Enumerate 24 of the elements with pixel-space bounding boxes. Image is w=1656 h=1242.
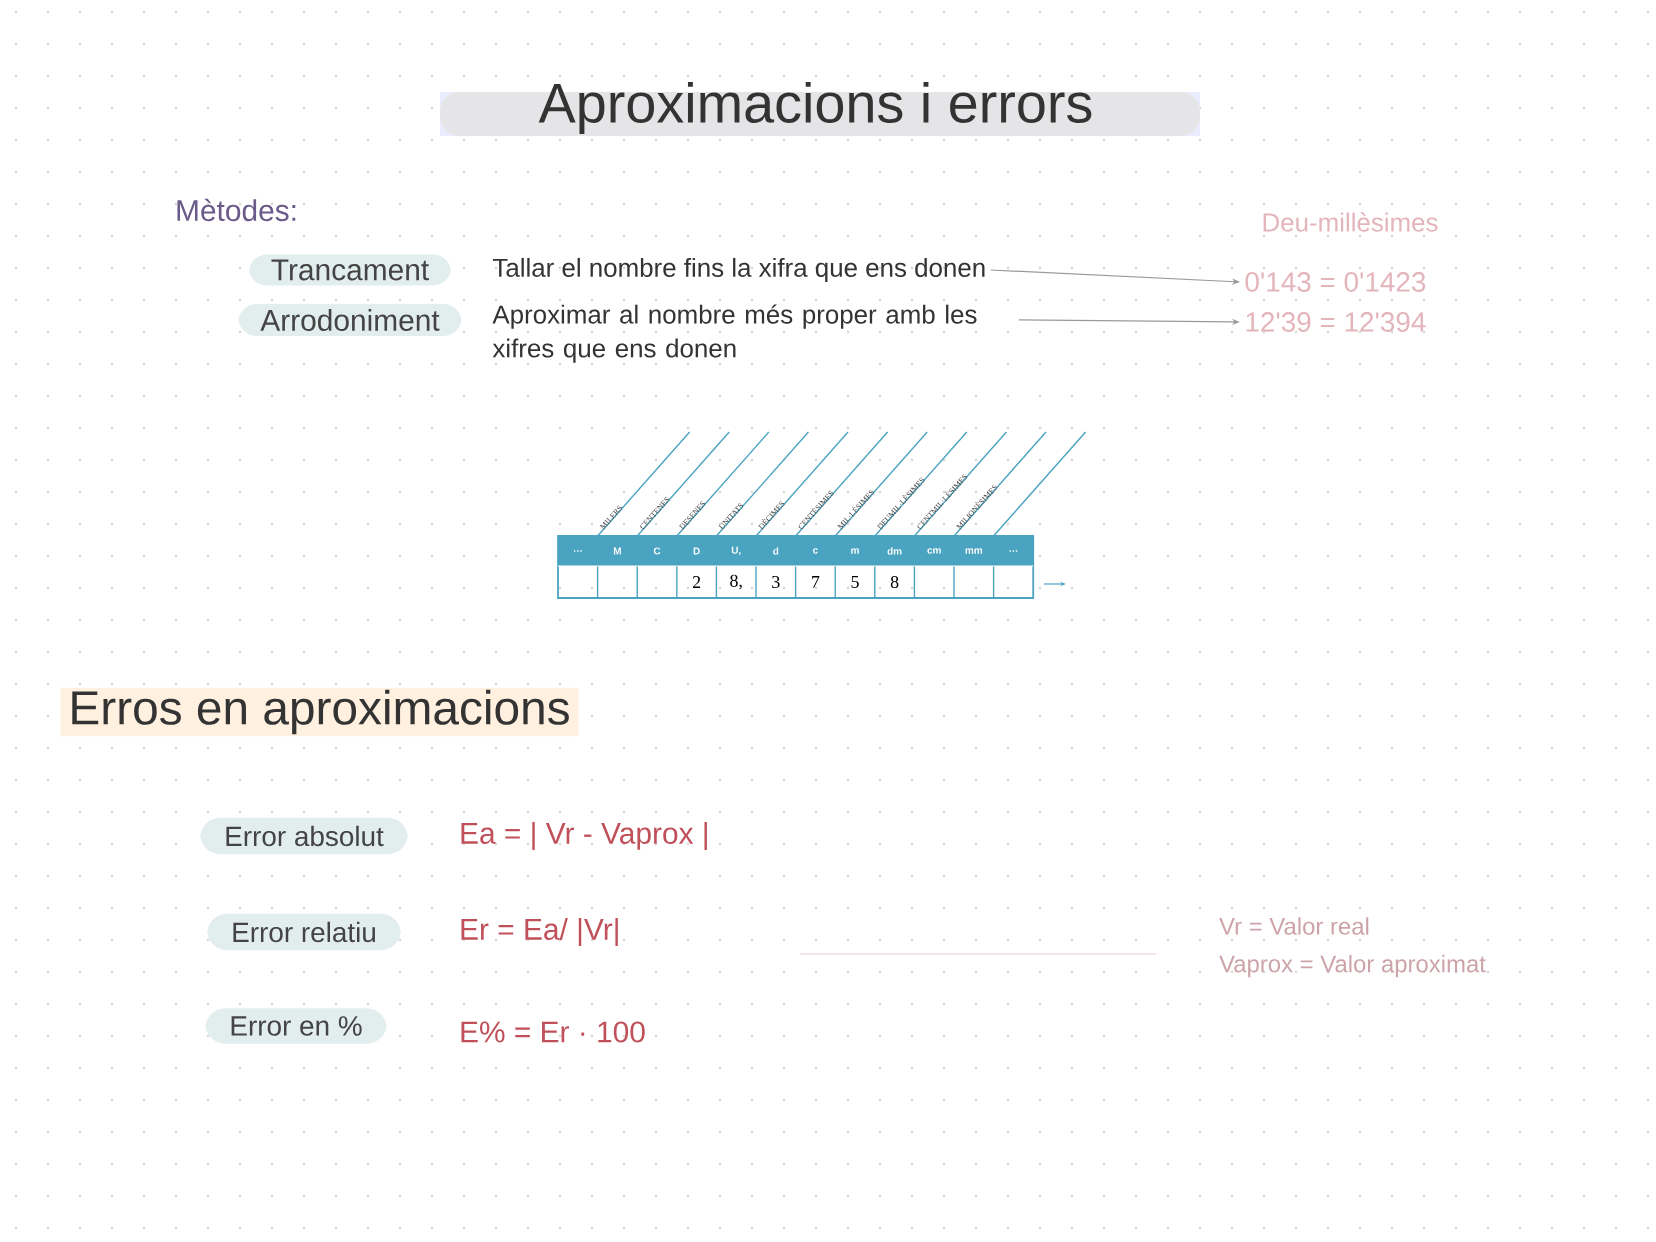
description-text: Tallar el nombre fins la xifra que ens donen (493, 257, 985, 283)
pill-label: Arrodoniment (238, 304, 462, 336)
table-digit: 2 (692, 576, 701, 588)
pill-label: Error relatiu (207, 913, 401, 951)
number-example: 12'39 = 12'394 (1246, 312, 1426, 332)
pill-label: Trancament (248, 254, 452, 286)
table-digit: 5 (851, 576, 859, 588)
title-banner: Aproximacions i errors (440, 82, 1200, 136)
table-digit: 7 (812, 576, 820, 588)
formula-text: E% = Er · 100 (461, 1021, 645, 1043)
pill-label: Error absolut (200, 817, 408, 855)
pill-label: Error en % (205, 1008, 387, 1044)
formula-text: Er = Ea/ |Vr| (461, 918, 618, 946)
table-digit: 3 (772, 575, 780, 589)
description-text: Aproximar al nombre més proper amb les xifres que ens donen (492, 304, 977, 363)
heading-text: Mètodes: (177, 198, 296, 222)
formula-text: Ea = | Vr - Vaprox | (461, 822, 707, 850)
annotation-text: Deu-millèsimes (1263, 212, 1438, 232)
definition-text: Vaprox = Valor aproximat (1219, 954, 1486, 978)
table-digit: 8 (890, 575, 899, 589)
section-heading: Erros en aproximacions (60, 687, 579, 737)
number-example: 0'143 = 0'1423 (1245, 272, 1426, 292)
table-digit: 8, (730, 574, 742, 590)
definition-text: Vr = Valor real (1219, 917, 1369, 935)
